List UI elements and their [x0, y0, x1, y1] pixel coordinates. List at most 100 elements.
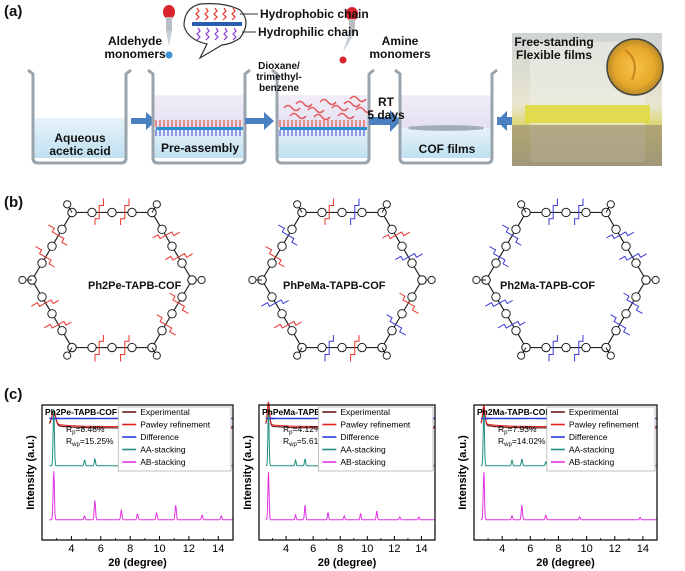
alkyl-side-chain [45, 299, 59, 305]
rwp-value: Rwp=15.25% [66, 436, 114, 448]
arrow-2 [245, 112, 274, 130]
monomer-chain [331, 104, 349, 112]
ester-side-chain [502, 224, 513, 236]
benzene-ring [387, 325, 397, 336]
alkyl-side-chain [58, 320, 72, 326]
ester-side-chain [512, 234, 522, 246]
plot-frame [258, 404, 436, 541]
benzene-ring [357, 342, 367, 353]
alkyl-side-chain [328, 198, 334, 213]
benzene-ring [157, 224, 167, 235]
alkyl-side-chain [169, 292, 179, 304]
alkyl-side-chain [382, 234, 396, 240]
terminal-ring [606, 351, 615, 360]
ester-side-chain [354, 198, 360, 213]
alkyl-side-chain [165, 255, 179, 261]
series-ab-stacking [481, 472, 657, 521]
monomer-chain [313, 113, 331, 121]
x-tick-label: 6 [98, 543, 104, 555]
hydrophilic-chain-glyph [214, 27, 219, 41]
terminal-ring [427, 275, 436, 285]
benzene-ring [317, 342, 327, 353]
hydrophobic-chain-glyph [204, 7, 209, 21]
series-ab-stacking [265, 472, 435, 521]
benzene-ring [631, 258, 641, 268]
benzene-ring [541, 342, 551, 353]
chart-title: Ph2Pe-TAPB-COF [45, 407, 117, 417]
alkyl-side-chain [408, 302, 419, 314]
benzene-ring [561, 342, 571, 353]
ester-side-chain [261, 302, 276, 308]
ester-side-chain [497, 323, 513, 329]
benzene-ring [167, 309, 177, 319]
ester-side-chain [552, 198, 558, 213]
double-arrow-left-head-2 [497, 111, 507, 131]
legend-entry: Experimental [340, 407, 390, 417]
alkyl-side-chain [152, 234, 166, 240]
hydrophobic-label: Hydrophobic chain [260, 7, 369, 21]
benzene-ring [491, 258, 501, 268]
benzene-ring [357, 207, 367, 218]
ester-side-chain [574, 212, 580, 226]
alkyl-side-chain [35, 246, 46, 258]
rp-value: Rp=4.12% [283, 424, 322, 436]
ester-side-chain [632, 302, 643, 314]
y-axis-label: Intensity (a.u.) [242, 435, 254, 510]
benzene-ring [157, 325, 167, 336]
alkyl-side-chain [94, 347, 100, 362]
ester-side-chain [350, 212, 356, 226]
hydrophilic-chain-glyph [205, 27, 210, 41]
x-tick-label: 8 [127, 543, 133, 555]
rwp-value: Rwp=14.02% [498, 436, 546, 448]
benzene-ring [501, 309, 511, 319]
monomer-chain [289, 112, 307, 120]
ester-side-chain [548, 347, 554, 362]
series-ab-stacking [49, 471, 233, 521]
plot-frame [473, 404, 658, 541]
interface-layer [280, 127, 367, 130]
x-tick-label: 8 [337, 543, 343, 555]
cof-structure-2 [248, 198, 436, 362]
hydrophilic-chain-glyph [196, 27, 201, 41]
benzene-ring [417, 275, 427, 285]
alkyl-side-chain [395, 231, 411, 237]
hydrophilic-chain-glyph [232, 27, 237, 41]
headgroup-glyph [192, 22, 242, 26]
benzene-ring [337, 342, 347, 353]
photo-label: Free-standing Flexible films [514, 35, 594, 62]
beaker-pre-assembly [147, 68, 251, 165]
alkyl-side-chain [350, 347, 356, 362]
x-tick-label: 14 [212, 543, 224, 555]
benzene-ring [57, 224, 67, 235]
chart-title: PhPeMa-TAPB-COF [262, 407, 341, 417]
x-tick-label: 4 [68, 543, 74, 555]
x-tick-label: 6 [310, 543, 316, 555]
alkyl-side-chain [31, 302, 46, 308]
benzene-ring [277, 309, 287, 319]
legend-entry: AB-stacking [569, 457, 615, 467]
benzene-ring [561, 207, 571, 218]
rp-value: Rp=8.48% [66, 424, 105, 436]
terminal-ring [382, 200, 391, 209]
alkyl-side-chain [94, 212, 100, 226]
benzene-ring [87, 207, 97, 218]
terminal-ring [18, 275, 27, 285]
ester-side-chain [395, 324, 406, 336]
ester-side-chain [548, 212, 554, 226]
alkyl-side-chain [275, 256, 285, 268]
ester-side-chain [275, 299, 289, 305]
y-axis-label: Intensity (a.u.) [457, 435, 469, 510]
benzene-ring [127, 342, 137, 353]
double-arrow-shaft [505, 117, 513, 125]
ester-side-chain [278, 224, 289, 236]
x-axis-label: 2θ (degree) [536, 557, 595, 569]
benzene-ring [57, 325, 67, 336]
cof-name-2: PhPeMa-TAPB-COF [283, 280, 386, 292]
chart-title: Ph2Ma-TAPB-COF [477, 407, 551, 417]
benzene-ring [177, 292, 187, 302]
rp-value: Rp=7.93% [498, 424, 537, 436]
